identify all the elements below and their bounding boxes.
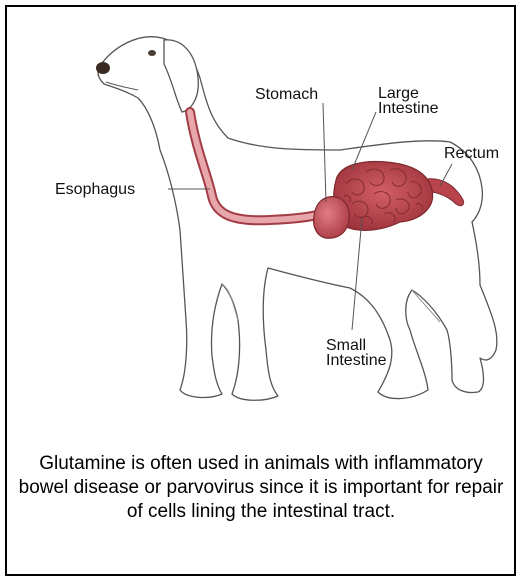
label-small-intestine-line1: Small xyxy=(326,338,386,353)
label-small-intestine-line2: Intestine xyxy=(326,353,386,368)
label-large-intestine-line2: Intestine xyxy=(378,101,438,116)
label-small-intestine: Small Intestine xyxy=(326,338,386,368)
label-stomach: Stomach xyxy=(255,87,318,102)
label-esophagus: Esophagus xyxy=(55,182,135,197)
label-rectum: Rectum xyxy=(444,146,499,161)
caption-text: Glutamine is often used in animals with … xyxy=(14,452,508,524)
stomach xyxy=(314,197,350,238)
label-large-intestine: Large Intestine xyxy=(378,86,438,116)
nose xyxy=(96,62,110,74)
label-large-intestine-line1: Large xyxy=(378,86,438,101)
eye xyxy=(148,50,156,56)
